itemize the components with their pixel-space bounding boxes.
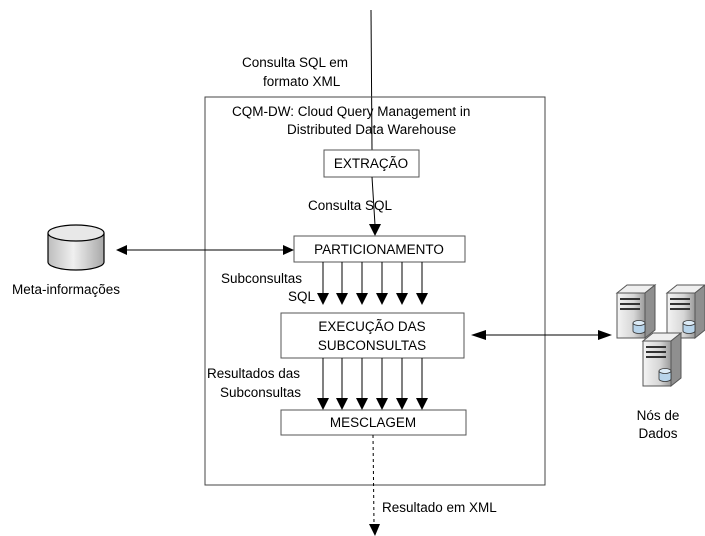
consulta-sql-label: Consulta SQL (308, 198, 393, 213)
nodes-link-right-arrowhead (598, 330, 612, 340)
particionamento-label: PARTICIONAMENTO (314, 242, 444, 257)
input-line (370, 9, 373, 151)
extracao-to-particionamento-arrowhead (369, 224, 381, 236)
resultados-label-line2: Subconsultas (220, 385, 301, 400)
mesclagem-label: MESCLAGEM (330, 415, 416, 430)
database-icon (47, 224, 105, 271)
mesclagem-box (280, 409, 467, 436)
cqm-dw-frame (204, 96, 546, 486)
subconsultas-label-line2: SQL (288, 289, 316, 304)
execucao-label-line2: SUBCONSULTAS (318, 338, 426, 353)
system-title-line2: Distributed Data Warehouse (287, 122, 456, 137)
output-arrowhead (369, 524, 380, 536)
nodes-label-line2: Dados (638, 426, 677, 441)
extracao-to-particionamento-line (371, 176, 376, 226)
particionamento-box (293, 235, 466, 263)
resultados-label-line1: Resultados das (207, 366, 300, 381)
input-label-line1: Consulta SQL em (242, 55, 348, 70)
meta-informacoes-label: Meta-informações (12, 282, 120, 297)
execucao-label-line1: EXECUÇÃO DAS (318, 319, 425, 334)
resultados-arrows (317, 358, 428, 410)
extracao-box (323, 149, 420, 178)
output-label: Resultado em XML (382, 500, 497, 515)
output-dashed-line (372, 434, 375, 525)
execucao-box (280, 312, 465, 359)
nodes-link-left-arrowhead (471, 330, 486, 340)
extracao-label: EXTRAÇÃO (334, 156, 408, 171)
meta-link-left-arrowhead (116, 245, 127, 255)
nodes-label-line1: Nós de (637, 408, 680, 423)
meta-link-right-arrowhead (283, 245, 294, 255)
system-title-line1: CQM-DW: Cloud Query Management in (232, 104, 470, 119)
servers-icon (615, 283, 705, 388)
input-label-line2: formato XML (263, 74, 341, 89)
subconsultas-arrows (317, 262, 428, 305)
subconsultas-label-line1: Subconsultas (221, 271, 302, 286)
